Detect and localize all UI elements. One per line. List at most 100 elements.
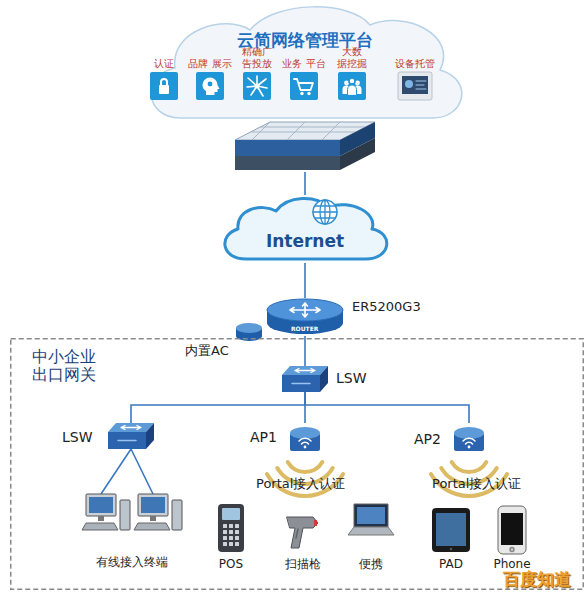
pos-terminal: POS [218, 504, 244, 552]
pc-stand [150, 516, 156, 521]
laptop-device-shape [348, 502, 394, 536]
service-icon-shape [243, 72, 271, 100]
access-point-shape [288, 423, 322, 451]
scanner-trigger [296, 529, 298, 538]
shape-group [290, 427, 320, 451]
server-base-side [340, 138, 375, 170]
shape-group [11, 339, 584, 590]
node-label: 云简网络管理平台 [140, 31, 470, 51]
head-glyph [203, 78, 220, 96]
icon-tile [243, 72, 271, 100]
auth-note: Portal接入认证 [256, 477, 345, 492]
network-link [305, 392, 469, 423]
pos-key [223, 524, 227, 528]
cloud-outline [151, 7, 462, 118]
wired-terminals: 有线接入终端 [82, 494, 182, 534]
network-link [304, 263, 306, 298]
ac-module [236, 323, 262, 341]
pos-key [235, 536, 239, 540]
wifi-dot [468, 446, 471, 449]
switch-node-shape [108, 423, 154, 449]
node-label: 设备托管 [393, 58, 437, 70]
internet-cloud: Internet [216, 195, 394, 263]
device-marking: ROUTER [291, 326, 318, 333]
person-head [349, 78, 355, 84]
node-label: 扫描枪 [273, 558, 333, 572]
node-label: LSW [336, 370, 380, 386]
wifi-glyph [299, 438, 311, 444]
burst-center [255, 84, 260, 89]
cart-wheel [307, 92, 310, 95]
switch-node: LSW [108, 423, 154, 449]
pc-screen [141, 497, 165, 513]
phone-body [498, 506, 526, 554]
switch-ports [118, 440, 136, 442]
node-label: 有线接入终端 [67, 556, 197, 570]
shape-group [108, 423, 154, 449]
network-link [131, 392, 305, 423]
pc-keyboard [134, 523, 170, 530]
node-label: 精确广 告投放 [235, 46, 279, 69]
node-label: PAD [421, 558, 481, 572]
service-icon: 品牌 展示 [196, 72, 224, 100]
service-icon: 大数 据挖掘 [338, 72, 366, 100]
pos-key [235, 542, 239, 546]
platform-cloud: 云简网络管理平台认证品牌 展示精确广 告投放业务 平台大数 据挖掘设备托管 [140, 0, 470, 172]
console-chart [405, 80, 413, 88]
switch-arrows [295, 369, 315, 373]
tablet-body [432, 508, 470, 552]
pos-key [223, 536, 227, 540]
gateway-zone: 中小企业 出口网关LSWLSWAP1AP2有线接入终端POS扫描枪便携PADPh… [10, 338, 584, 590]
network-link [304, 172, 306, 195]
service-icon-shape [290, 72, 318, 100]
service-icon: 精确广 告投放 [243, 72, 271, 100]
wave-arc [288, 462, 323, 472]
pc-tower [120, 500, 130, 530]
tablet-device: PAD [432, 508, 470, 552]
watermark: 百度知道 [503, 570, 571, 590]
shape-group [243, 72, 271, 100]
shape-group [338, 72, 366, 100]
node-label: 大数 据挖掘 [330, 46, 374, 69]
desktop-pc [134, 494, 182, 530]
person-body [348, 85, 357, 95]
laptop-device: 便携 [348, 502, 394, 536]
wired-terminals-shape [82, 494, 182, 534]
shape-group [82, 494, 182, 530]
person-head [355, 81, 360, 86]
switch-node: LSW [282, 366, 328, 392]
node-label: LSW [62, 429, 106, 445]
switch-arrows [121, 426, 141, 430]
icon-tile [150, 72, 178, 100]
router-top [267, 299, 343, 321]
phone-device-shape [498, 506, 526, 554]
laptop-lid [354, 504, 388, 527]
phone-button [510, 548, 514, 552]
icon-tile [290, 72, 318, 100]
icon-tile [196, 72, 224, 100]
shape-group [282, 366, 328, 392]
wifi-glyph [463, 438, 475, 444]
pc-monitor [138, 494, 168, 516]
access-point: AP1 [288, 423, 322, 451]
internet-cloud-shape [216, 195, 394, 263]
node-label: 中小企业 出口网关 [32, 348, 104, 385]
shape-group [398, 72, 432, 100]
shape-group [196, 72, 224, 100]
ap-top [454, 427, 484, 439]
pc-tower [172, 500, 182, 530]
node-label: AP1 [250, 429, 286, 445]
pos-key [235, 524, 239, 528]
lock-body [159, 85, 169, 94]
console-frame [398, 72, 432, 100]
switch-side [146, 423, 154, 449]
tablet-screen [436, 513, 466, 546]
service-icon: 设备托管 [398, 72, 432, 100]
pos-key [229, 536, 233, 540]
cart-glyph [294, 79, 313, 90]
node-label: 业务 平台 [282, 58, 326, 70]
service-icon-shape [338, 72, 366, 100]
pc-screen [89, 497, 113, 513]
pos-keypad [223, 524, 239, 546]
access-point-shape [452, 423, 486, 451]
